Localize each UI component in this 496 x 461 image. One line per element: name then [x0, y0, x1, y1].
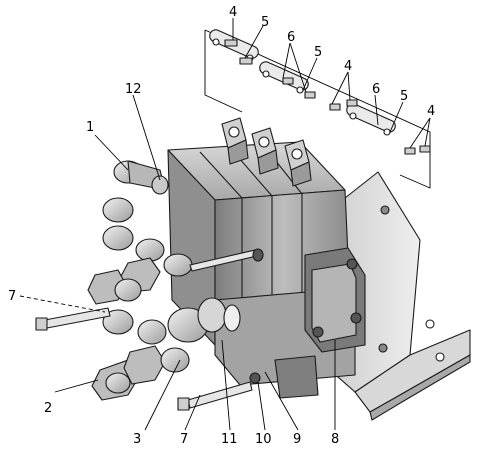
- callout-8: 8: [331, 432, 339, 447]
- callout-11: 11: [221, 432, 238, 447]
- callout-3: 3: [133, 432, 141, 447]
- link-plate-3: [346, 103, 396, 136]
- end-cover: [304, 247, 366, 353]
- link-plate-2: [259, 61, 309, 94]
- small-hardware: [249, 248, 264, 384]
- callout-7b: 7: [180, 432, 188, 447]
- callout-4b: 4: [344, 59, 352, 74]
- leader-lines: [19, 18, 431, 431]
- callout-labels: 1 2 3 4 4 4 5 5 5 6 6 7 7 8 9 10 11 12: [8, 5, 435, 447]
- callout-1: 1: [86, 120, 94, 135]
- callout-5a: 5: [261, 15, 269, 30]
- exploded-lever-parts: [204, 29, 431, 189]
- lever-brackets: [221, 117, 312, 187]
- callout-4a: 4: [229, 5, 237, 20]
- callout-10: 10: [255, 432, 272, 447]
- fittings: [87, 160, 241, 401]
- callout-2: 2: [44, 401, 52, 416]
- callout-12: 12: [125, 82, 142, 97]
- callout-4c: 4: [427, 104, 435, 119]
- bolts: [35, 249, 258, 411]
- callout-6b: 6: [372, 82, 380, 97]
- callout-7a: 7: [8, 289, 16, 304]
- pins: [224, 39, 431, 155]
- callout-5c: 5: [400, 89, 408, 104]
- callout-5b: 5: [314, 45, 322, 60]
- callout-6a: 6: [287, 30, 295, 45]
- callout-9: 9: [293, 432, 301, 447]
